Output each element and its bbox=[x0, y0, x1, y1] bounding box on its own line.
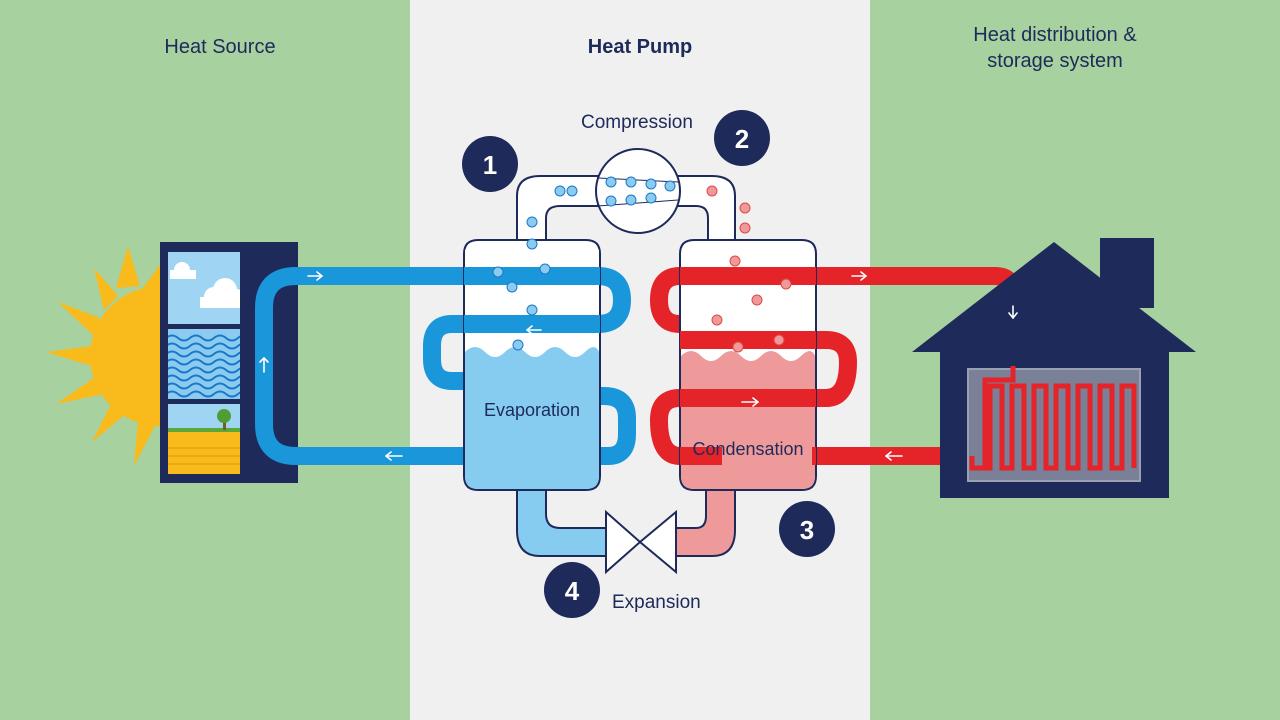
flow-arrows bbox=[259, 271, 1018, 461]
arrow-left-icon bbox=[385, 451, 403, 461]
step-3-circle bbox=[779, 501, 835, 557]
distribution-title-line2: storage system bbox=[987, 50, 1123, 72]
arrow-left-icon bbox=[885, 451, 903, 461]
step-4-number: 4 bbox=[564, 576, 580, 606]
cold-pipe-loop bbox=[255, 267, 636, 465]
step-1-circle bbox=[462, 136, 518, 192]
water-waves-icon bbox=[168, 334, 240, 398]
compression-label: Compression bbox=[581, 112, 693, 133]
arrow-down-icon bbox=[1008, 305, 1018, 319]
cloud-icon bbox=[170, 262, 240, 308]
condensation-label: Condensation bbox=[692, 439, 804, 459]
expansion-valve bbox=[605, 509, 677, 575]
arrow-left-icon bbox=[526, 325, 542, 335]
expansion-pipes bbox=[516, 489, 736, 557]
hot-gas-bubbles bbox=[706, 185, 792, 353]
evaporator-tank bbox=[463, 239, 601, 491]
arrow-right-icon bbox=[851, 271, 867, 281]
step-2-number: 2 bbox=[734, 124, 750, 154]
cold-gas-bubbles bbox=[492, 185, 578, 351]
arrow-up-icon bbox=[259, 357, 269, 373]
evaporator-coil bbox=[464, 267, 600, 333]
tree-icon bbox=[217, 409, 231, 430]
condenser-coil bbox=[680, 267, 816, 465]
arrow-right-icon bbox=[741, 397, 759, 407]
compressor bbox=[595, 148, 681, 234]
arrow-right-icon bbox=[307, 271, 323, 281]
evaporation-label: Evaporation bbox=[483, 400, 581, 420]
step-1-number: 1 bbox=[482, 150, 498, 180]
heat-source-title: Heat Source bbox=[164, 36, 276, 58]
step-3-number: 3 bbox=[799, 515, 815, 545]
expansion-label: Expansion bbox=[612, 592, 701, 613]
step-2-circle bbox=[714, 110, 770, 166]
step-4-circle bbox=[544, 562, 600, 618]
distribution-title-line1: Heat distribution & bbox=[973, 24, 1137, 46]
heat-pump-title: Heat Pump bbox=[587, 36, 693, 58]
underfloor-coil bbox=[982, 366, 1137, 471]
